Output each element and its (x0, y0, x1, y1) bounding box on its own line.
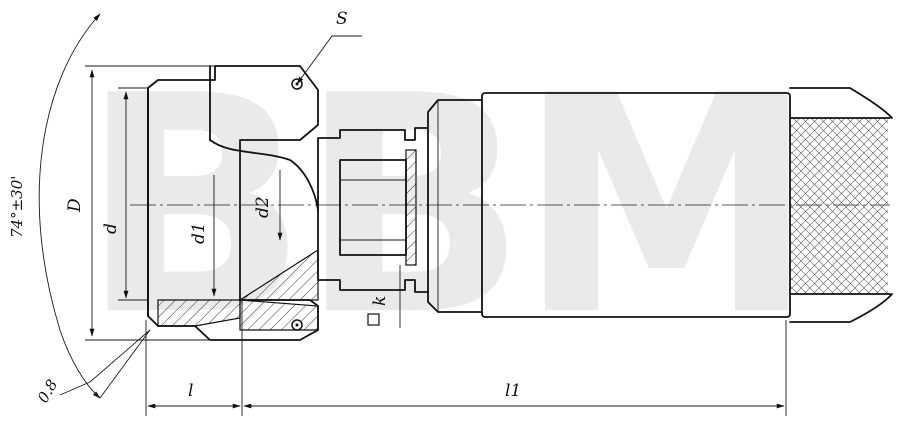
label-S: S (336, 9, 348, 29)
label-l1: l1 (505, 381, 521, 401)
label-d1: d1 (189, 222, 209, 244)
square-symbol (367, 313, 380, 326)
label-l: l (188, 381, 193, 401)
ferrule (427, 92, 791, 318)
label-chamfer: 0.8 (34, 376, 62, 406)
label-d: d (101, 223, 121, 234)
label-angle: 74°±30' (8, 176, 26, 238)
label-D: D (65, 198, 85, 213)
nipple (317, 127, 429, 293)
watermark: ВВМ (80, 32, 806, 381)
label-d2: d2 (253, 196, 273, 218)
dimension-lines (38, 13, 787, 416)
label-k: k (370, 296, 390, 306)
braided-hose (789, 87, 893, 323)
union-nut (147, 65, 319, 341)
